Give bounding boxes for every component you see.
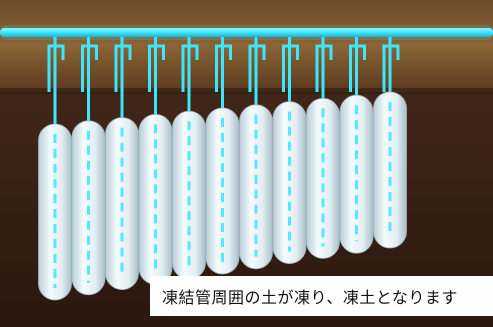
frozen-soil-column xyxy=(205,107,240,275)
surface-soil-layer xyxy=(0,0,493,92)
soil-boundary xyxy=(0,88,493,94)
header-pipe xyxy=(0,28,493,37)
frozen-soil-column xyxy=(239,104,273,270)
frozen-soil-column xyxy=(306,98,340,259)
header-pipe-glow xyxy=(0,25,493,40)
freeze-columns xyxy=(38,37,407,301)
caption-text: 凍結管周囲の土が凍り、凍土となります xyxy=(150,276,493,316)
frozen-soil-column xyxy=(272,101,307,264)
